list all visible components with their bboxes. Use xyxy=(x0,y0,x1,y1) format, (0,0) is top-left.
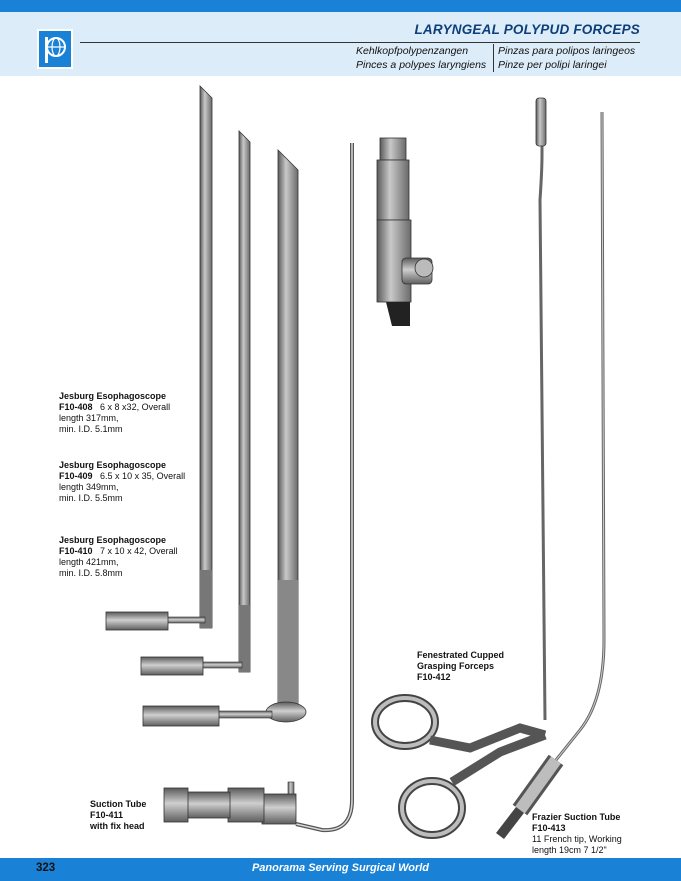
subtitle-italian: Pinze per polipi laringei xyxy=(498,59,607,71)
product-name-line2: Grasping Forceps xyxy=(417,661,495,671)
product-length: length 317mm, xyxy=(59,413,119,423)
product-code: F10-409 xyxy=(59,471,93,481)
product-id: min. I.D. 5.1mm xyxy=(59,424,123,434)
product-block-f10-409: Jesburg Esophagoscope F10-409 6.5 x 10 x… xyxy=(59,460,185,504)
product-code: F10-408 xyxy=(59,402,93,412)
panorama-globe-logo xyxy=(37,29,73,69)
product-length: length 421mm, xyxy=(59,557,119,567)
product-code: F10-410 xyxy=(59,546,93,556)
subtitle-divider xyxy=(493,44,494,72)
footer-bar xyxy=(0,858,681,881)
product-spec: 6 x 8 x32, Overall xyxy=(100,402,171,412)
product-block-f10-413: Frazier Suction Tube F10-413 11 French t… xyxy=(532,812,622,856)
product-name: Suction Tube xyxy=(90,799,147,809)
product-name: Jesburg Esophagoscope xyxy=(59,535,167,545)
product-spec: 11 French tip, Working xyxy=(532,834,622,844)
product-id: min. I.D. 5.5mm xyxy=(59,493,123,503)
product-name: Jesburg Esophagoscope xyxy=(59,391,167,401)
esophagoscope-f10-409-image xyxy=(140,130,251,676)
product-id: min. I.D. 5.8mm xyxy=(59,568,123,578)
subtitle-spanish: Pinzas para polipos laringeos xyxy=(498,45,636,57)
esophagoscope-f10-410-image xyxy=(142,149,307,727)
product-spec: 7 x 10 x 42, Overall xyxy=(100,546,178,556)
page-title: LARYNGEAL POLYPUD FORCEPS xyxy=(414,22,640,37)
header-divider xyxy=(80,42,640,43)
subtitle-french: Pinces a polypes laryngiens xyxy=(356,59,487,71)
product-spec: 6.5 x 10 x 35, Overall xyxy=(100,471,186,481)
suction-head-image xyxy=(376,137,434,326)
grasping-forceps-f10-412-image xyxy=(371,97,547,839)
product-name: Jesburg Esophagoscope xyxy=(59,460,167,470)
suction-tube-f10-411-image xyxy=(163,143,354,833)
product-block-f10-411: Suction Tube F10-411 with fix head xyxy=(90,799,146,832)
product-block-f10-412: Fenestrated Cupped Grasping Forceps F10-… xyxy=(417,650,504,683)
subtitle-german: Kehlkopfpolypenzangen xyxy=(356,45,469,57)
page-header xyxy=(0,12,681,76)
page-number: 323 xyxy=(36,862,56,874)
top-color-bar xyxy=(0,0,681,12)
product-note: with fix head xyxy=(90,821,145,831)
product-length: length 19cm 7 1/2" xyxy=(532,845,607,855)
esophagoscope-f10-408-image xyxy=(105,85,213,631)
product-code: F10-413 xyxy=(532,823,566,833)
product-name: Fenestrated Cupped xyxy=(417,650,505,660)
product-code: F10-412 xyxy=(417,672,451,682)
product-length: length 349mm, xyxy=(59,482,119,492)
product-block-f10-408: Jesburg Esophagoscope F10-408 6 x 8 x32,… xyxy=(59,391,170,435)
product-block-f10-410: Jesburg Esophagoscope F10-410 7 x 10 x 4… xyxy=(59,535,178,579)
footer-slogan: Panorama Serving Surgical World xyxy=(251,862,430,874)
frazier-suction-tube-f10-413-image xyxy=(496,111,606,840)
product-code: F10-411 xyxy=(90,810,124,820)
product-name: Frazier Suction Tube xyxy=(532,812,621,822)
